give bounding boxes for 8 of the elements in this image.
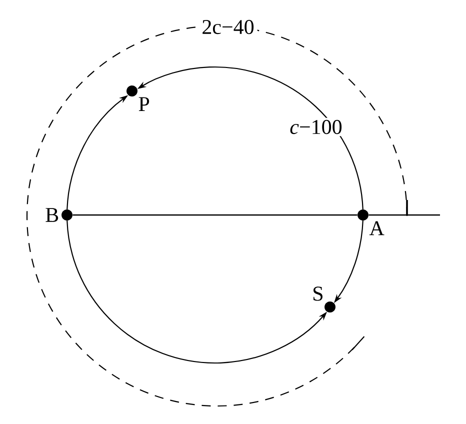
node-label: P bbox=[138, 97, 150, 111]
line bbox=[368, 214, 440, 216]
node-label: A bbox=[369, 221, 384, 236]
dimension-label: 2c−40 bbox=[198, 16, 258, 38]
edge-label: c−100 bbox=[288, 118, 344, 136]
node-label: B bbox=[46, 208, 58, 222]
node-label: S bbox=[314, 286, 322, 301]
line bbox=[72, 214, 358, 216]
